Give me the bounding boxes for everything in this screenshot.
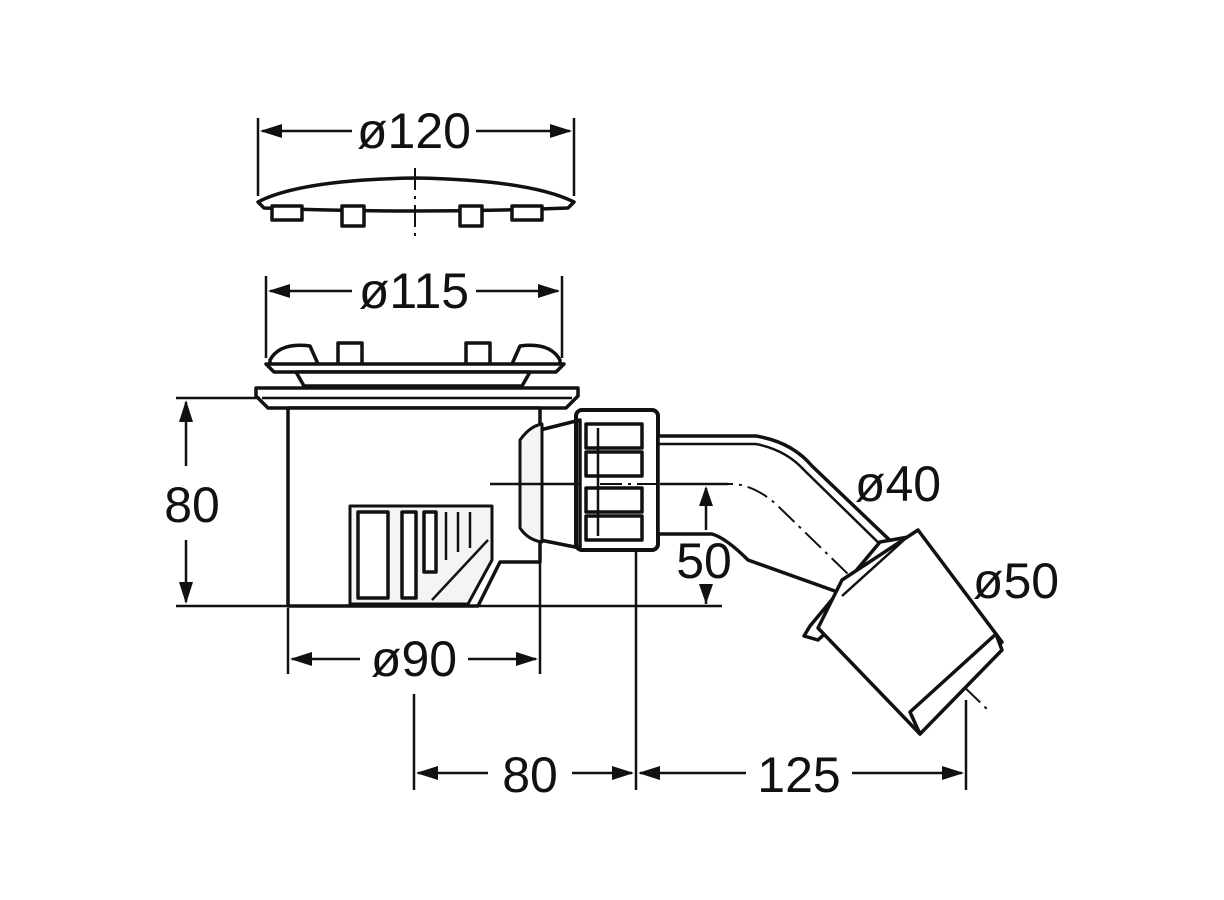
label-pipe-inner-diameter: ø40 [855,456,941,512]
drain-body [254,386,582,608]
label-horizontal-offset-center: 80 [502,747,558,803]
dimension-pipe-inner-diameter: ø40 [855,456,941,512]
dimension-body-diameter: ø90 [286,548,542,687]
label-grate-diameter: ø115 [359,263,469,319]
dimension-outlet-height: 50 [660,482,732,604]
drain-cover [256,168,576,236]
label-body-diameter: ø90 [371,631,457,687]
dimension-pipe-outer-diameter: ø50 [973,553,1059,609]
dimension-grate-diameter: ø115 [264,263,564,358]
dimension-cover-diameter: ø120 [256,103,576,196]
label-height: 80 [164,477,220,533]
dimension-horizontal-offset-outlet: 125 [638,700,968,803]
label-outlet-height: 50 [676,533,732,589]
elbow-pipe [600,434,1004,736]
dimension-height: 80 [164,396,722,608]
label-cover-diameter: ø120 [357,103,471,159]
coupling-nut [574,408,660,552]
drain-grate [264,341,566,388]
label-pipe-outer-diameter: ø50 [973,553,1059,609]
dimension-horizontal-offset-center: 80 [412,552,638,803]
label-horizontal-offset-outlet: 125 [757,747,840,803]
